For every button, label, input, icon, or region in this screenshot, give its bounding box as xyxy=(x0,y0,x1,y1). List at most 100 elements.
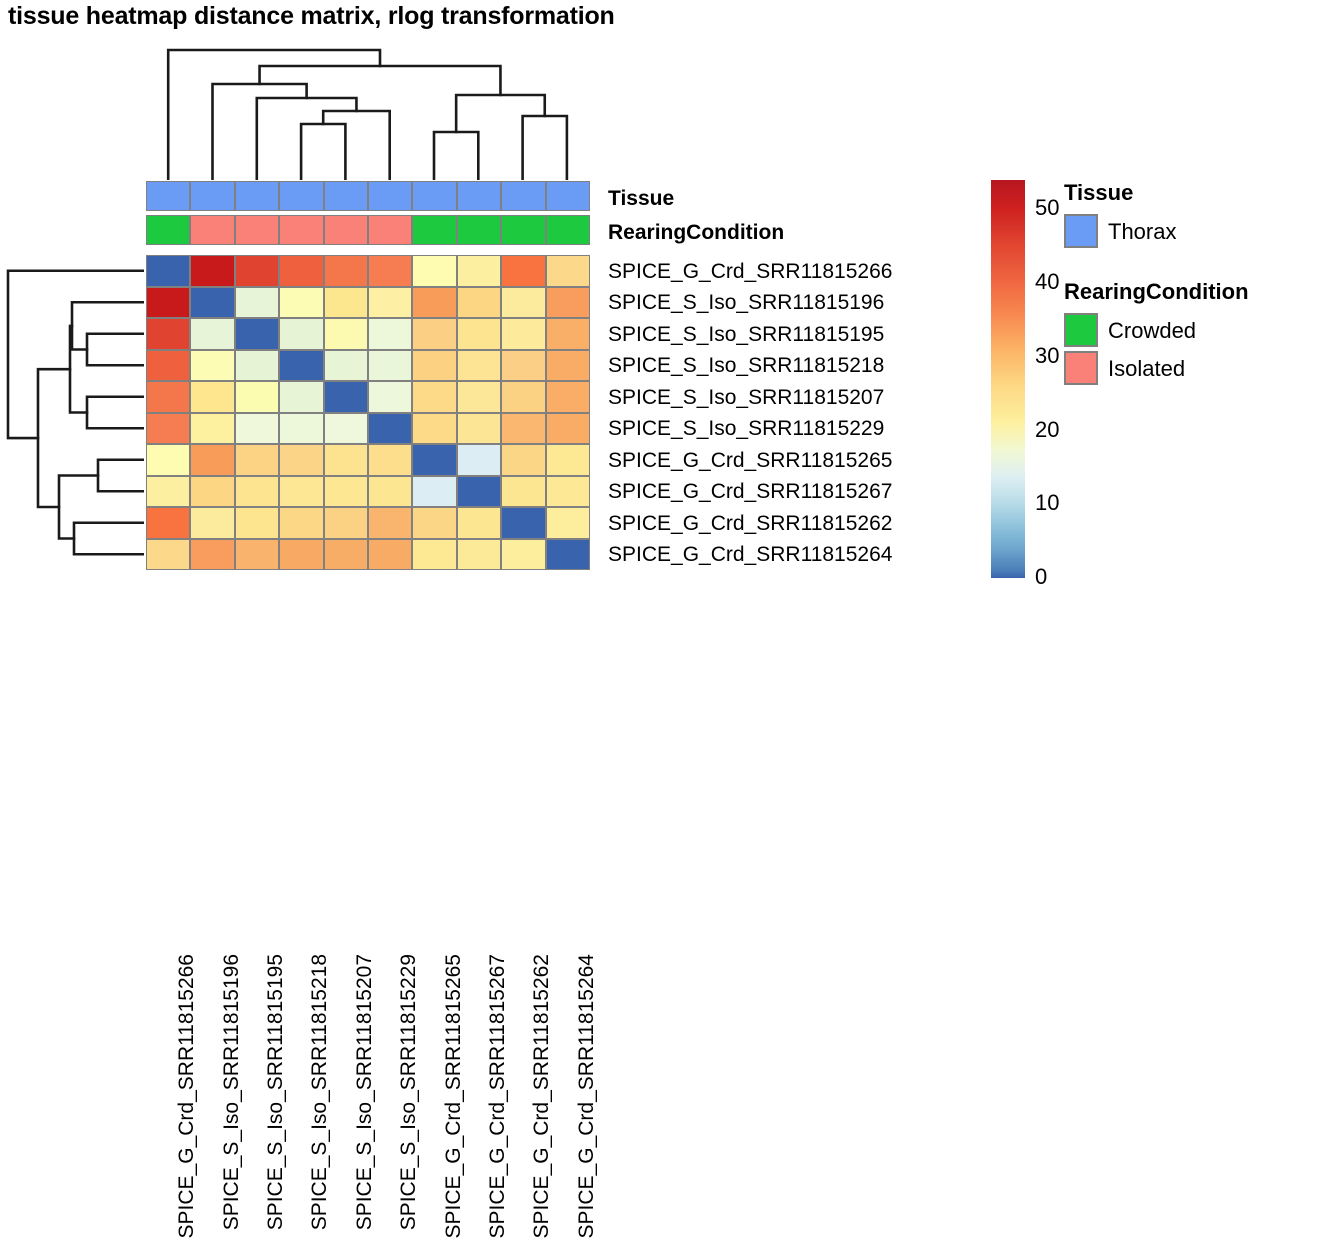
heatmap-cell xyxy=(279,475,324,507)
heatmap-cell xyxy=(279,286,324,318)
heatmap-cell xyxy=(190,286,235,318)
heatmap-cell xyxy=(412,286,457,318)
heatmap-cell xyxy=(234,318,280,350)
heatmap-cell xyxy=(368,444,413,476)
heatmap-cell xyxy=(323,381,368,413)
heatmap-cell xyxy=(501,381,546,413)
heatmap-cell xyxy=(545,444,590,476)
heatmap-cell xyxy=(368,475,413,507)
heatmap-cell xyxy=(234,412,280,444)
heatmap-cell xyxy=(368,318,413,350)
rearing-condition-annotation-cell xyxy=(412,215,457,245)
heatmap-cell xyxy=(279,412,324,444)
heatmap-cell xyxy=(456,286,502,318)
heatmap-cell xyxy=(190,381,235,413)
tissue-annotation-cell xyxy=(146,181,191,211)
heatmap-cell xyxy=(501,412,546,444)
heatmap-cell xyxy=(146,475,191,507)
heatmap-cell xyxy=(412,318,457,350)
rearing-condition-annotation-cell xyxy=(456,215,502,245)
row-label: SPICE_S_Iso_SRR11815195 xyxy=(608,322,885,346)
tissue-annotation-cell xyxy=(456,181,502,211)
rearing-condition-annotation-cell xyxy=(234,215,280,245)
heatmap-cell xyxy=(190,475,235,507)
heatmap-cell xyxy=(234,475,280,507)
heatmap-cell xyxy=(234,286,280,318)
heatmap-cell xyxy=(279,538,324,570)
heatmap-cell xyxy=(234,444,280,476)
tissue-annotation-cell xyxy=(279,181,324,211)
colorbar-tick-label: 50 xyxy=(1035,195,1060,221)
rearing-legend-item-key xyxy=(1064,313,1098,347)
tissue-annotation-cell xyxy=(234,181,280,211)
page-title: tissue heatmap distance matrix, rlog tra… xyxy=(8,2,615,30)
heatmap-cell xyxy=(368,538,413,570)
heatmap-cell xyxy=(323,538,368,570)
rearing-condition-annotation-cell xyxy=(279,215,324,245)
heatmap-cell xyxy=(146,255,191,287)
heatmap-cell xyxy=(368,412,413,444)
heatmap-cell xyxy=(501,286,546,318)
column-dendrogram xyxy=(146,44,590,180)
heatmap-cell xyxy=(146,507,191,539)
heatmap-cell xyxy=(501,475,546,507)
heatmap-cell xyxy=(368,381,413,413)
tissue-annotation-cell xyxy=(501,181,546,211)
heatmap-matrix xyxy=(146,255,590,570)
rearing-condition-annotation-cell xyxy=(323,215,368,245)
heatmap-cell xyxy=(545,349,590,381)
heatmap-cell xyxy=(412,444,457,476)
row-label: SPICE_G_Crd_SRR11815262 xyxy=(608,511,893,535)
rearing-condition-annotation-cell xyxy=(146,215,191,245)
heatmap-cell xyxy=(412,381,457,413)
heatmap-cell xyxy=(412,349,457,381)
column-label: SPICE_S_Iso_SRR11815229 xyxy=(397,954,421,1231)
heatmap-cell xyxy=(456,255,502,287)
rearing-condition-annotation-cell xyxy=(501,215,546,245)
heatmap-cell xyxy=(146,538,191,570)
heatmap-cell xyxy=(412,538,457,570)
rearing-condition-annotation-bar xyxy=(146,215,590,245)
tissue-annotation-cell xyxy=(190,181,235,211)
heatmap-cell xyxy=(545,507,590,539)
heatmap-cell xyxy=(234,381,280,413)
column-label: SPICE_G_Crd_SRR11815265 xyxy=(441,954,465,1238)
heatmap-cell xyxy=(501,538,546,570)
heatmap-cell xyxy=(146,381,191,413)
heatmap-cell xyxy=(190,538,235,570)
heatmap-cell xyxy=(190,444,235,476)
row-label: SPICE_G_Crd_SRR11815266 xyxy=(608,259,893,283)
heatmap-cell xyxy=(323,412,368,444)
row-label: SPICE_G_Crd_SRR11815265 xyxy=(608,448,893,472)
heatmap-cell xyxy=(279,444,324,476)
heatmap-cell xyxy=(279,381,324,413)
heatmap-cell xyxy=(545,255,590,287)
heatmap-cell xyxy=(456,475,502,507)
heatmap-cell xyxy=(323,507,368,539)
rearing-legend-title: RearingCondition xyxy=(1064,279,1249,304)
heatmap-cell xyxy=(368,286,413,318)
heatmap-cell xyxy=(146,412,191,444)
heatmap-cell xyxy=(456,412,502,444)
tissue-legend-item-key xyxy=(1064,214,1098,248)
colorbar-gradient xyxy=(991,180,1025,578)
column-label: SPICE_G_Crd_SRR11815264 xyxy=(574,954,598,1238)
heatmap-cell xyxy=(545,381,590,413)
heatmap-cell xyxy=(190,507,235,539)
tissue-annotation-cell xyxy=(545,181,590,211)
column-label: SPICE_S_Iso_SRR11815207 xyxy=(352,954,376,1231)
heatmap-cell xyxy=(368,349,413,381)
heatmap-cell xyxy=(456,318,502,350)
row-label: SPICE_G_Crd_SRR11815264 xyxy=(608,543,893,567)
heatmap-cell xyxy=(234,349,280,381)
heatmap-cell xyxy=(456,381,502,413)
heatmap-cell xyxy=(412,412,457,444)
rearing-legend-item-key xyxy=(1064,351,1098,385)
heatmap-cell xyxy=(501,444,546,476)
heatmap-cell xyxy=(279,507,324,539)
heatmap-cell xyxy=(146,349,191,381)
rearing-condition-annotation-cell xyxy=(368,215,413,245)
